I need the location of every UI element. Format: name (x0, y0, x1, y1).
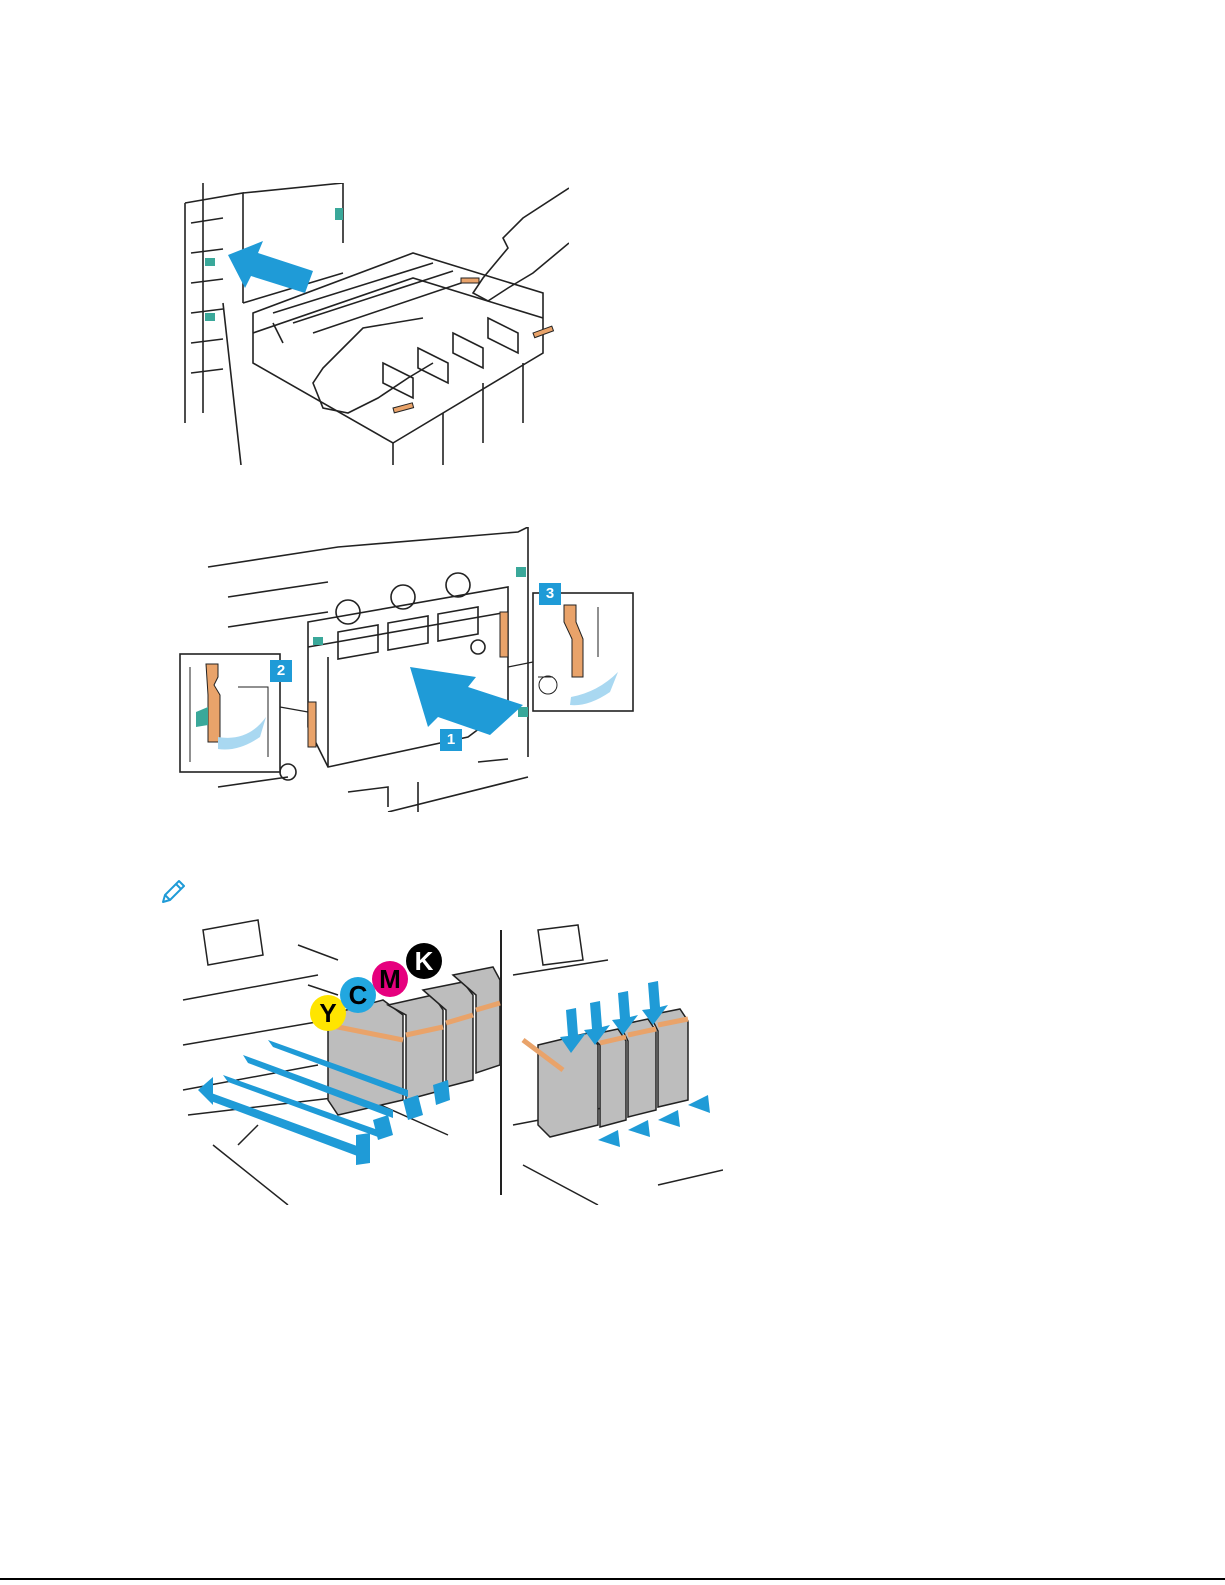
step-badge-1: 1 (440, 729, 462, 751)
inset-step-2 (180, 654, 280, 772)
insert-arrow (228, 241, 313, 293)
push-arrow (410, 667, 523, 735)
toner-badge-cyan: C (340, 977, 376, 1013)
pencil-icon (160, 877, 188, 905)
figure-install-toner: Y C M K (178, 915, 723, 1205)
footer-rule (0, 1578, 1225, 1580)
step-badge-2: 2 (270, 660, 292, 682)
figure-insert-imaging-unit (183, 183, 569, 465)
step-badge-3: 3 (539, 583, 561, 605)
figure-lock-imaging-unit: 1 2 3 (178, 527, 643, 812)
toner-badge-magenta: M (372, 961, 408, 997)
toner-badge-black: K (406, 943, 442, 979)
